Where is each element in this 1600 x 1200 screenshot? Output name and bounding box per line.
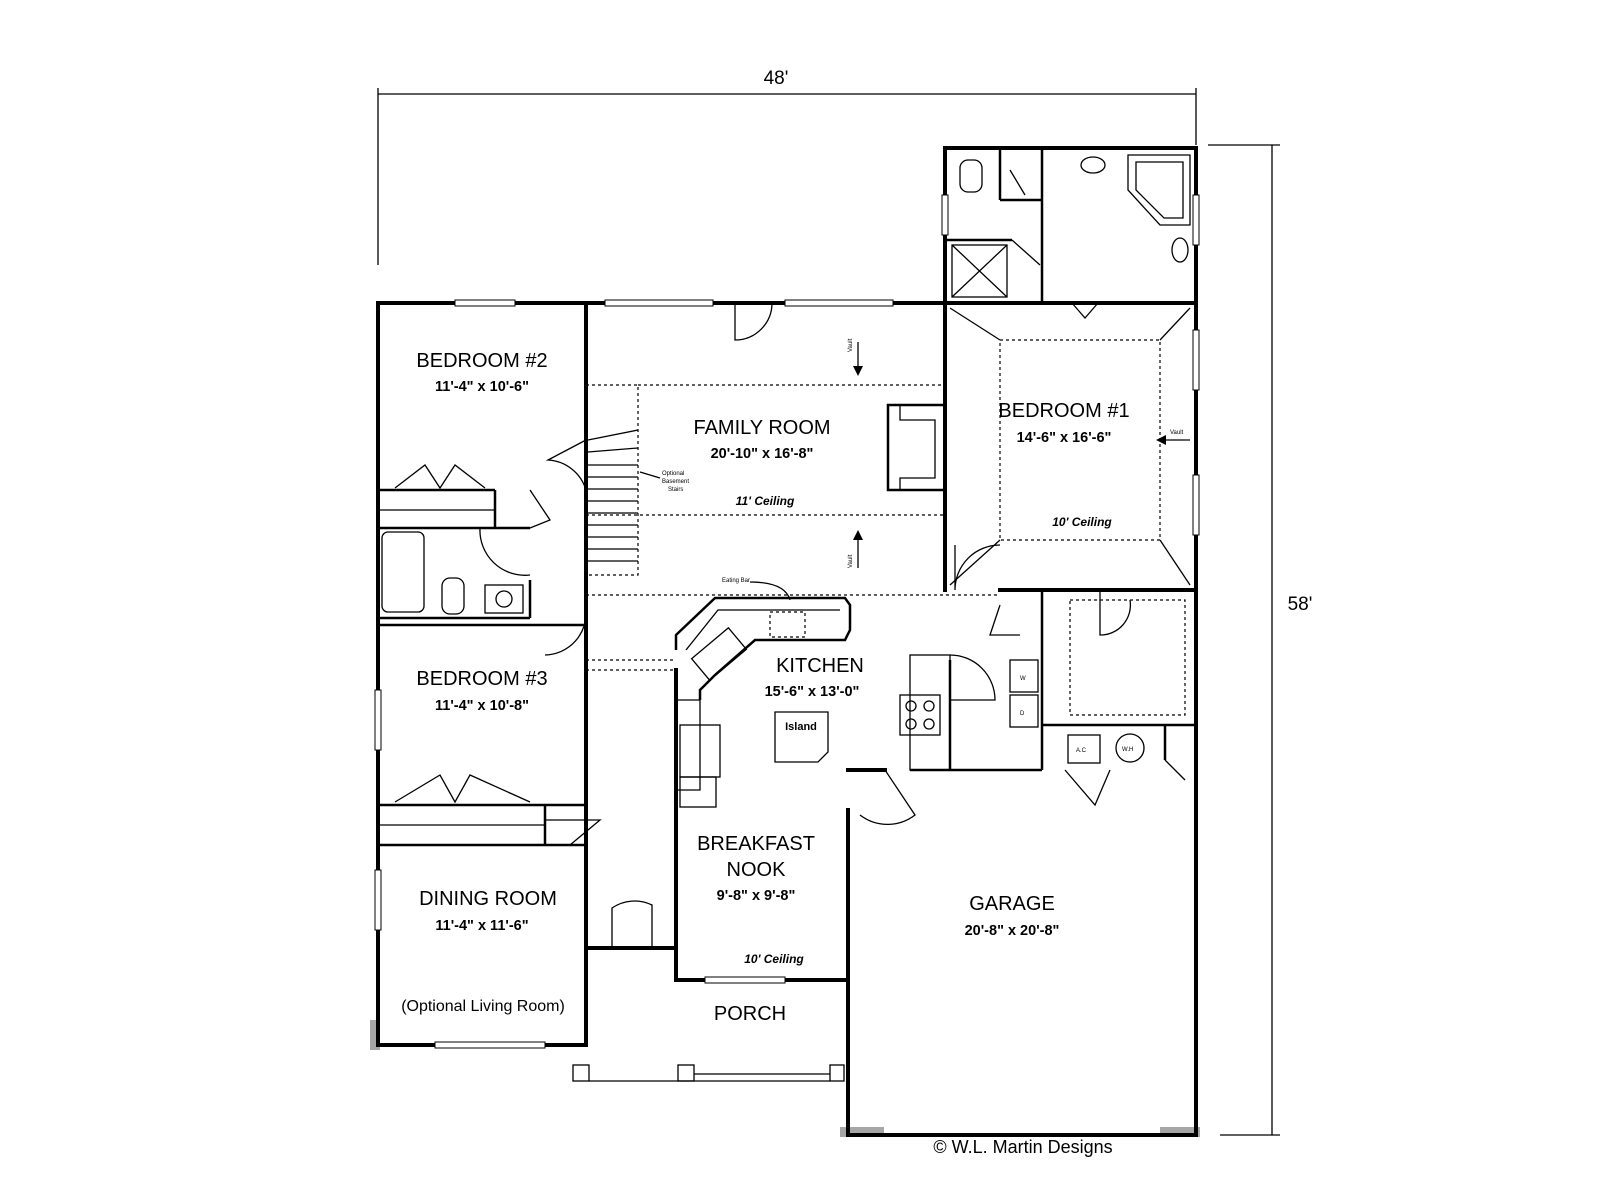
overall-depth-label: 58' <box>1288 594 1313 615</box>
room-name: BEDROOM #3 <box>416 668 547 690</box>
washer-label: W <box>1020 676 1026 682</box>
eating-bar-label: Eating Bar <box>722 578 750 584</box>
room-name: DINING ROOM <box>419 888 557 910</box>
island-label: Island <box>785 721 817 733</box>
room-ceiling: 10' Ceiling <box>744 952 804 966</box>
dryer-icon <box>1009 694 1039 728</box>
room-name: FAMILY ROOM <box>693 417 830 439</box>
stairs-label-2: Basement <box>662 479 689 485</box>
porch-column-icon <box>572 1064 590 1082</box>
kitchen-sink-icon <box>690 626 748 682</box>
overall-width-label: 48' <box>764 68 789 89</box>
vault-label-top: Vault <box>848 338 854 352</box>
laundry: W D A.C W.H <box>1009 659 1145 764</box>
room-size: 11'-4" x 11'-6" <box>435 918 528 934</box>
room-name: BREAKFAST <box>697 833 815 855</box>
master-sink-icon <box>1080 156 1106 174</box>
island-icon <box>774 711 829 763</box>
room-name: KITCHEN <box>776 655 864 677</box>
master-toilet-icon <box>959 159 983 193</box>
interior-walls <box>378 148 1198 1045</box>
room-dining: DINING ROOM 11'-4" x 11'-6" (Optional Li… <box>401 888 565 1015</box>
vault-label-bottom: Vault <box>848 554 854 568</box>
room-bedroom-2: BEDROOM #2 11'-4" x 10'-6" <box>416 350 547 395</box>
openings <box>585 659 677 945</box>
tub-icon <box>381 531 425 613</box>
room-garage: GARAGE 20'-8" x 20'-8" <box>965 893 1060 939</box>
porch-column-icon <box>677 1064 695 1082</box>
overall-depth-dimension: 58' <box>1208 144 1313 1136</box>
room-alt-use: (Optional Living Room) <box>401 998 565 1015</box>
doors <box>479 169 1186 948</box>
vault-arrows: Vault Vault Vault <box>848 338 1190 568</box>
room-size: 11'-4" x 10'-8" <box>435 698 529 714</box>
room-ceiling: 11' Ceiling <box>736 494 795 508</box>
room-bedroom-3: BEDROOM #3 11'-4" x 10'-8" <box>416 668 547 714</box>
water-heater-label: W.H <box>1122 747 1133 753</box>
basement-stairs: Optional Basement Stairs <box>585 384 689 576</box>
room-name: GARAGE <box>969 893 1055 915</box>
room-size: 9'-8" x 9'-8" <box>717 888 796 904</box>
water-heater-icon <box>1115 733 1145 763</box>
vault-label-right: Vault <box>1170 430 1184 436</box>
room-size: 14'-6" x 16'-6" <box>1017 430 1112 446</box>
room-size: 11'-4" x 10'-6" <box>435 379 529 395</box>
overall-width-dimension: 48' <box>377 68 1197 265</box>
room-size: 20'-8" x 20'-8" <box>965 923 1060 939</box>
sink-icon <box>484 584 524 614</box>
ceiling-lines <box>586 307 1191 716</box>
room-family: FAMILY ROOM 20'-10" x 16'-8" 11' Ceiling <box>693 417 830 508</box>
toilet-icon <box>441 577 465 615</box>
shower-icon <box>951 244 1008 298</box>
room-name: BEDROOM #2 <box>416 350 547 372</box>
room-kitchen: KITCHEN 15'-6" x 13'-0" <box>765 655 864 700</box>
corner-tub-icon <box>1127 154 1191 226</box>
washer-icon <box>1009 659 1039 693</box>
exterior-walls <box>376 146 1198 1137</box>
room-name: BEDROOM #1 <box>998 400 1129 422</box>
room-size: 20'-10" x 16'-8" <box>711 446 814 462</box>
porch <box>572 1064 845 1082</box>
room-ceiling: 10' Ceiling <box>1052 515 1112 529</box>
kitchen-counters: Island Eating Bar <box>674 578 951 808</box>
garage-piers <box>370 1020 1200 1137</box>
porch-column-icon <box>829 1064 845 1082</box>
ac-label: A.C <box>1076 748 1087 754</box>
room-size: 15'-6" x 13'-0" <box>765 684 860 700</box>
stairs-label-3: Stairs <box>668 487 683 493</box>
copyright-credit: © W.L. Martin Designs <box>933 1137 1112 1157</box>
dryer-label: D <box>1020 711 1025 717</box>
room-breakfast-nook: BREAKFAST NOOK 9'-8" x 9'-8" 10' Ceiling <box>697 833 815 966</box>
ac-unit-icon <box>1067 734 1101 764</box>
stairs-label-1: Optional <box>662 471 684 477</box>
closet-doors <box>378 464 545 826</box>
room-bedroom-1: BEDROOM #1 14'-6" x 16'-6" 10' Ceiling <box>998 400 1129 529</box>
room-porch: PORCH <box>714 1003 786 1025</box>
windows <box>374 194 1200 1049</box>
bath-fixtures <box>381 154 1191 615</box>
room-name-line2: NOOK <box>727 859 787 881</box>
room-name: PORCH <box>714 1003 786 1025</box>
cooktop-icon <box>899 694 941 736</box>
stair-treads <box>587 429 639 562</box>
